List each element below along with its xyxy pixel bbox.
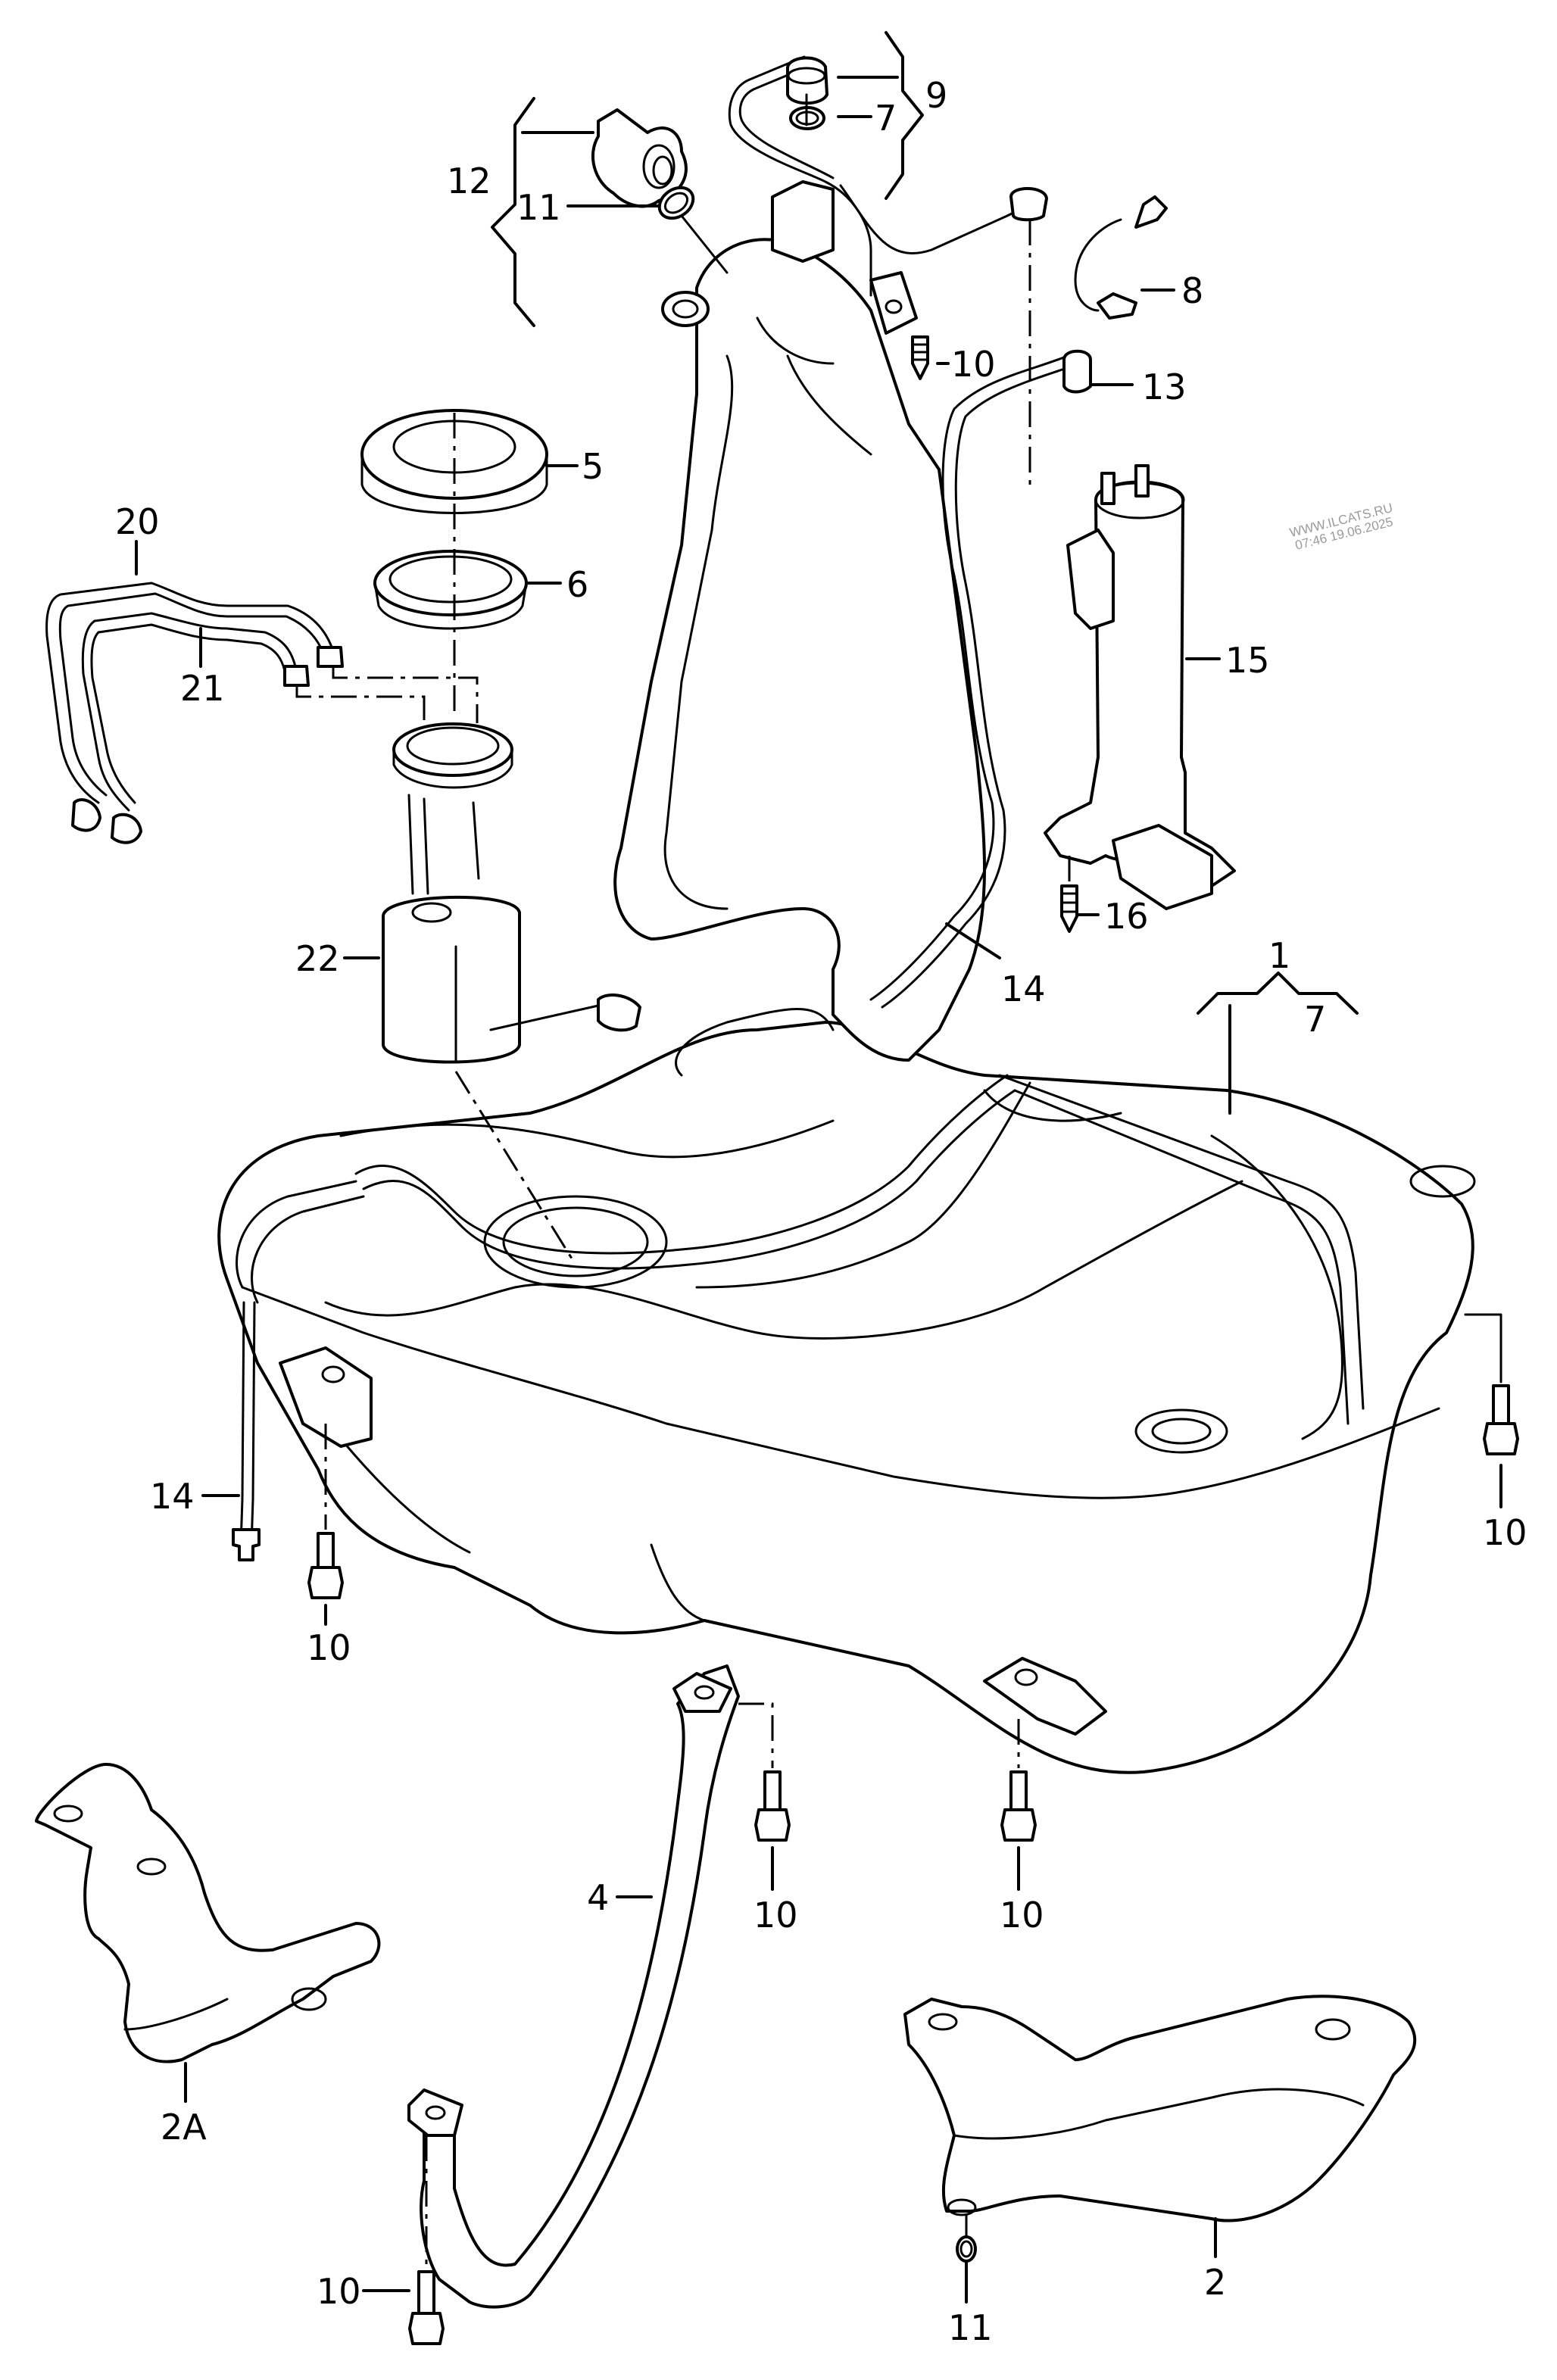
callout-1-7[interactable]: 7 bbox=[1304, 999, 1326, 1040]
callout-1[interactable]: 1 bbox=[1268, 935, 1290, 976]
callout-10-bottom[interactable]: 10 bbox=[317, 2271, 361, 2312]
tank-strap[interactable] bbox=[407, 1664, 740, 2309]
callout-8[interactable]: 9 bbox=[925, 75, 947, 116]
filler-cap[interactable] bbox=[591, 108, 688, 208]
callout-4[interactable]: 5 bbox=[582, 446, 604, 487]
filler-neck[interactable] bbox=[613, 238, 986, 1062]
fuel-tank[interactable] bbox=[217, 1008, 1476, 1774]
screw-16[interactable] bbox=[1060, 856, 1078, 933]
ground-wire[interactable] bbox=[1074, 195, 1168, 320]
callout-10-right[interactable]: 10 bbox=[1483, 1512, 1527, 1553]
vent-line-14-left[interactable] bbox=[232, 1301, 261, 1561]
charcoal-canister[interactable] bbox=[1044, 464, 1236, 910]
fuel-supply-line[interactable] bbox=[45, 582, 344, 832]
filler-cap-o-ring[interactable] bbox=[654, 181, 699, 224]
callout-14-top[interactable]: 13 bbox=[1142, 367, 1187, 407]
callout-13[interactable]: 12 bbox=[447, 161, 491, 201]
fuel-tank-lines bbox=[236, 1074, 1365, 1425]
callout-3[interactable]: 4 bbox=[587, 1877, 609, 1918]
fuel-pump-sender[interactable] bbox=[382, 722, 641, 1064]
callout-leaders bbox=[135, 31, 1502, 2304]
pump-tank-alignment-line bbox=[454, 1071, 577, 1265]
vent-hose bbox=[839, 184, 1031, 254]
locking-ring[interactable] bbox=[360, 409, 548, 514]
clip-nut[interactable] bbox=[956, 2213, 977, 2263]
callout-22[interactable]: 22 bbox=[295, 938, 340, 979]
line-alignment-connector bbox=[332, 666, 479, 723]
callout-7[interactable]: 8 bbox=[1181, 270, 1203, 311]
callout-2a[interactable]: 2A bbox=[161, 2107, 207, 2148]
callout-10-rear[interactable]: 10 bbox=[1000, 1895, 1044, 1936]
callout-6[interactable]: 7 bbox=[875, 98, 897, 139]
callout-10-strap[interactable]: 10 bbox=[754, 1895, 798, 1936]
callout-14-left[interactable]: 14 bbox=[150, 1476, 195, 1517]
callout-11[interactable]: 11 bbox=[948, 2307, 993, 2348]
callout-2[interactable]: 2 bbox=[1204, 2262, 1226, 2303]
callout-labels: 12 11 9 7 8 10 13 5 6 15 20 21 22 16 14 … bbox=[115, 75, 1527, 2348]
callout-9[interactable]: 10 bbox=[951, 344, 996, 385]
bolt-10-left[interactable] bbox=[307, 1424, 344, 1599]
breather-valve[interactable] bbox=[728, 55, 872, 297]
callout-14-mid[interactable]: 14 bbox=[1001, 969, 1046, 1009]
vent-line-14[interactable] bbox=[869, 354, 1069, 1001]
bolt-10-bottom[interactable] bbox=[408, 2135, 445, 2345]
callout-10-left[interactable]: 10 bbox=[307, 1627, 351, 1668]
vent-line-14-connector bbox=[1062, 349, 1092, 394]
screw-9[interactable] bbox=[911, 335, 929, 380]
watermark: WWW.ILCATS.RU 07:46 19.06.2025 bbox=[1288, 501, 1394, 553]
callout-5[interactable]: 6 bbox=[566, 564, 588, 605]
heat-shield-right[interactable] bbox=[903, 1995, 1417, 2222]
fuel-return-line[interactable] bbox=[81, 612, 310, 844]
heat-shield-left[interactable] bbox=[35, 1763, 381, 2063]
vent-hose-cap bbox=[1009, 187, 1048, 222]
neck-bracket bbox=[771, 180, 835, 263]
seal[interactable] bbox=[373, 550, 528, 630]
callout-16[interactable]: 16 bbox=[1104, 896, 1149, 937]
bolt-10-right[interactable] bbox=[1464, 1313, 1519, 1455]
bolt-10-tank-rear[interactable] bbox=[1000, 1719, 1037, 1842]
callout-20[interactable]: 20 bbox=[115, 501, 160, 542]
callout-12[interactable]: 11 bbox=[516, 187, 561, 228]
callout-15[interactable]: 15 bbox=[1225, 640, 1270, 681]
bolt-10-strap[interactable] bbox=[738, 1702, 791, 1842]
callout-21[interactable]: 21 bbox=[180, 668, 225, 709]
